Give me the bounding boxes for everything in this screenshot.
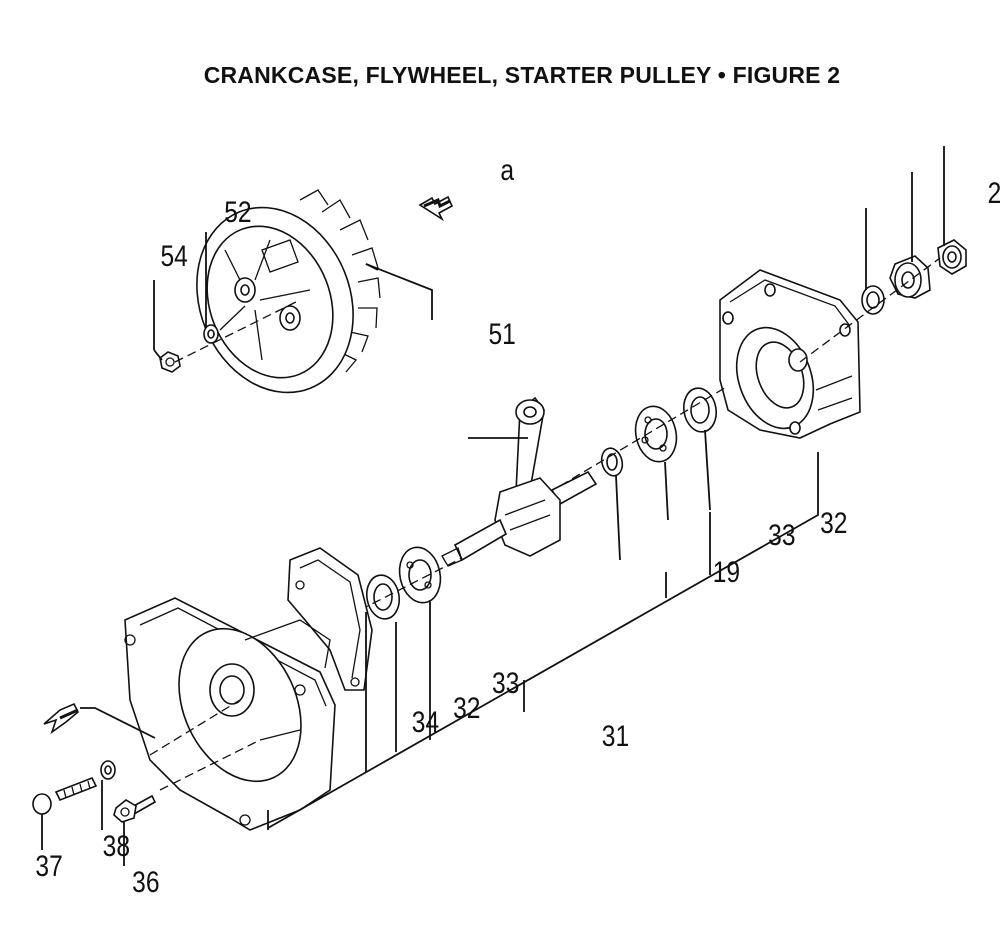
gasket-34 bbox=[287, 547, 373, 691]
washer-52 bbox=[203, 324, 219, 344]
view-arrow-a: a bbox=[418, 153, 515, 222]
oil-seal-32-right bbox=[682, 387, 718, 433]
part-label-38: 38 bbox=[103, 829, 130, 863]
oil-seal-32-left bbox=[365, 574, 401, 620]
washer-19 bbox=[600, 447, 624, 477]
part-label-36: 36 bbox=[132, 865, 159, 899]
part-label-33-left: 33 bbox=[492, 666, 519, 700]
crankshaft-assembly bbox=[441, 396, 598, 567]
washer-26 bbox=[861, 285, 885, 315]
assembly-bracket-31 bbox=[267, 452, 819, 830]
part-label-31: 31 bbox=[602, 719, 629, 753]
ball-bearing-33-right bbox=[634, 405, 678, 463]
view-marker-label: a bbox=[500, 153, 514, 187]
part-label-51: 51 bbox=[489, 317, 516, 351]
nut-21 bbox=[937, 239, 967, 275]
washer-38 bbox=[100, 760, 116, 780]
part-label-26: 26 bbox=[988, 176, 1000, 210]
direction-arrow-left bbox=[43, 702, 156, 739]
crankcase-right-half bbox=[719, 269, 861, 439]
crankcase-left-half bbox=[124, 597, 336, 831]
part-label-34: 34 bbox=[412, 705, 439, 739]
part-label-52: 52 bbox=[224, 195, 251, 229]
part-label-32-left: 32 bbox=[453, 691, 480, 725]
bolt-36 bbox=[113, 794, 157, 823]
ball-bearing-33-left bbox=[398, 546, 442, 604]
part-label-19: 19 bbox=[713, 555, 740, 589]
part-label-32-right: 32 bbox=[820, 506, 847, 540]
flywheel-part bbox=[196, 189, 381, 394]
part-label-37: 37 bbox=[35, 849, 62, 883]
bolt-37 bbox=[32, 776, 98, 815]
part-label-54: 54 bbox=[160, 239, 187, 273]
nut-54 bbox=[159, 351, 181, 373]
starter-pulley-22 bbox=[889, 255, 931, 299]
part-label-33-right: 33 bbox=[768, 518, 795, 552]
figure-title: CRANKCASE, FLYWHEEL, STARTER PULLEY • FI… bbox=[203, 62, 841, 88]
